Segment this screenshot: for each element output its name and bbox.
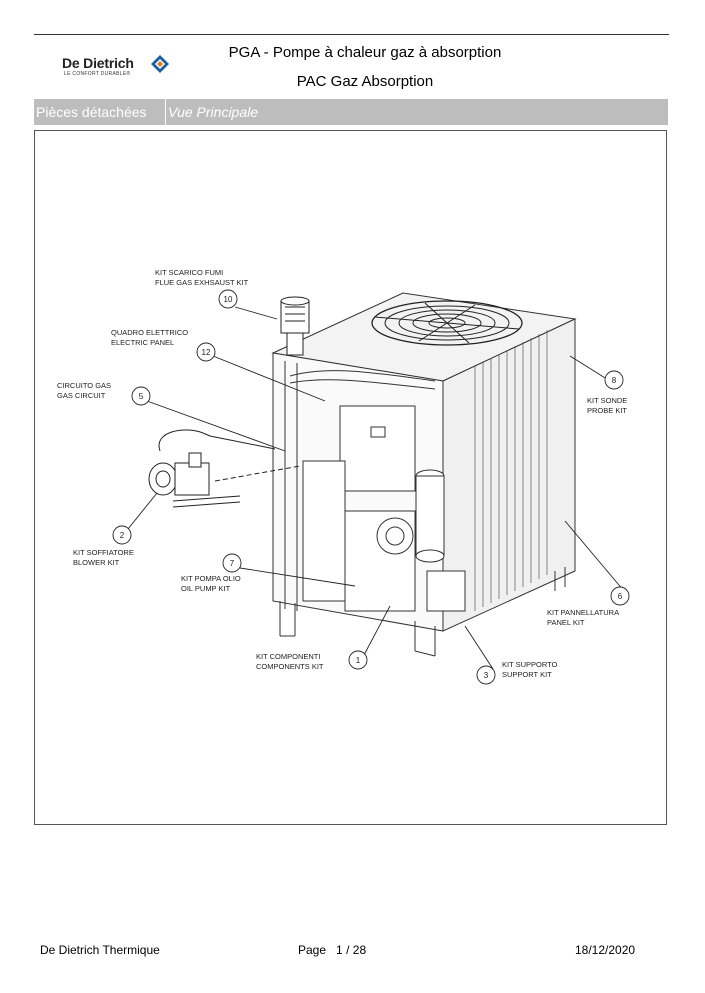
callout-label-en: GAS CIRCUIT bbox=[57, 391, 106, 400]
footer-company: De Dietrich Thermique bbox=[40, 943, 160, 957]
callout-number-1: 1 bbox=[356, 656, 361, 665]
blower-assembly bbox=[148, 429, 301, 508]
callout-label-en: BLOWER KIT bbox=[73, 558, 120, 567]
callout-label-it: KIT SONDE bbox=[587, 396, 627, 405]
internal-components bbox=[289, 370, 466, 612]
callout-label-en: OIL PUMP KIT bbox=[181, 584, 231, 593]
callout-label-it: KIT SUPPORTO bbox=[502, 660, 558, 669]
footer-date: 18/12/2020 bbox=[575, 943, 636, 957]
footer-page-label: Page bbox=[298, 943, 327, 957]
logo-name: De Dietrich bbox=[62, 55, 134, 71]
callout-label-en: COMPONENTS KIT bbox=[256, 662, 324, 671]
callout-number-12: 12 bbox=[202, 348, 211, 357]
flue-exhaust bbox=[280, 296, 310, 356]
callout-circles bbox=[112, 289, 630, 685]
fan-grille bbox=[371, 300, 523, 346]
callout-number-7: 7 bbox=[230, 559, 235, 568]
leader-lines bbox=[127, 306, 625, 670]
page-subtitle: PAC Gaz Absorption bbox=[296, 73, 434, 90]
view-label: Vue Principale bbox=[168, 104, 259, 120]
callout-label-it: KIT COMPONENTI bbox=[256, 652, 320, 661]
callout-labels: KIT SCARICO FUMI FLUE GAS EXHSAUST KIT Q… bbox=[57, 268, 627, 679]
coil-panel bbox=[474, 330, 548, 611]
drawing-frame: 10 12 5 2 7 1 3 6 8 KIT SCARICO FUMI FLU… bbox=[34, 130, 667, 825]
footer-page: Page 1 / 28 bbox=[298, 943, 366, 957]
footer-page-total: 28 bbox=[352, 943, 367, 957]
callout-label-it: KIT SOFFIATORE bbox=[73, 548, 134, 557]
callout-number-6: 6 bbox=[618, 592, 623, 601]
callout-label-en: PROBE KIT bbox=[587, 406, 627, 415]
callout-label-en: ELECTRIC PANEL bbox=[111, 338, 174, 347]
callout-number-10: 10 bbox=[224, 295, 233, 304]
section-band: Pièces détachées Vue Principale bbox=[34, 99, 668, 125]
callout-number-8: 8 bbox=[612, 376, 617, 385]
callout-label-en: PANEL KIT bbox=[547, 618, 585, 627]
footer-page-current: 1 bbox=[336, 943, 343, 957]
callout-number-5: 5 bbox=[139, 392, 144, 401]
callout-label-it: CIRCUITO GAS bbox=[57, 381, 111, 390]
section-label: Pièces détachées bbox=[34, 99, 166, 125]
header-rule bbox=[34, 34, 669, 35]
callout-label-it: QUADRO ELETTRICO bbox=[111, 328, 188, 337]
callout-label-it: KIT PANNELLATURA bbox=[547, 608, 619, 617]
footer-page-separator: / bbox=[346, 943, 350, 957]
logo-tagline: LE CONFORT DURABLE® bbox=[64, 71, 131, 77]
callout-number-2: 2 bbox=[120, 531, 125, 540]
page-title: PGA - Pompe à chaleur gaz à absorption bbox=[228, 44, 502, 61]
callout-label-it: KIT POMPA OLIO bbox=[181, 574, 241, 583]
callout-label-en: SUPPORT KIT bbox=[502, 670, 552, 679]
logo-diamond-icon bbox=[151, 55, 169, 73]
callout-label-en: FLUE GAS EXHSAUST KIT bbox=[155, 278, 249, 287]
brand-logo: De Dietrich LE CONFORT DURABLE® bbox=[62, 52, 172, 82]
callout-label-it: KIT SCARICO FUMI bbox=[155, 268, 223, 277]
callout-number-3: 3 bbox=[484, 671, 489, 680]
callout-numbers: 10 12 5 2 7 1 3 6 8 bbox=[120, 295, 623, 680]
exploded-view-drawing: 10 12 5 2 7 1 3 6 8 KIT SCARICO FUMI FLU… bbox=[57, 268, 630, 685]
